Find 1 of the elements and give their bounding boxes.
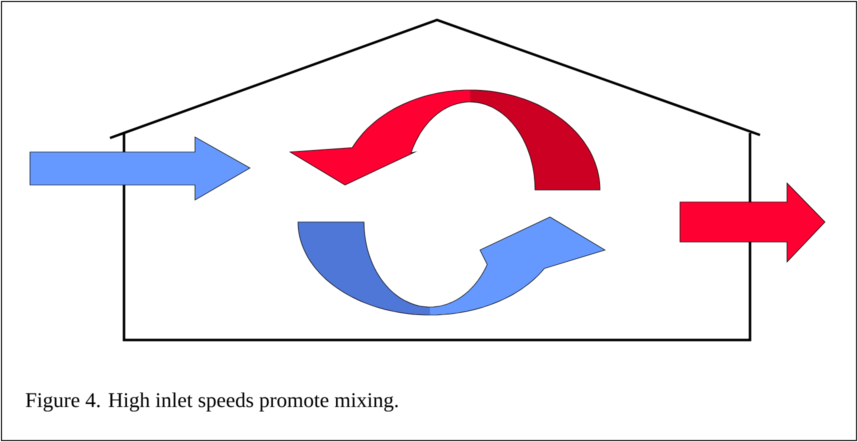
caption-text: Figure 4. High inlet speeds promote mixing.: [26, 392, 398, 412]
